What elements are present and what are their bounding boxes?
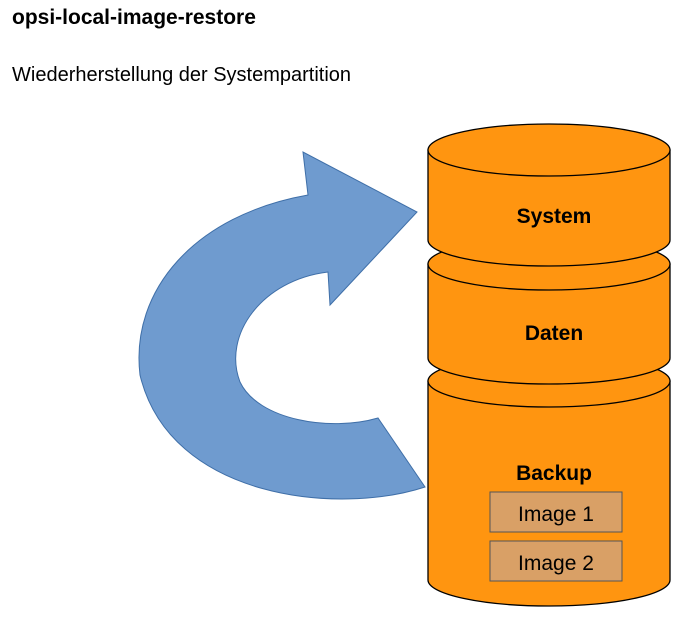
backup-cylinder: Backup Image 1 Image 2 <box>427 354 671 607</box>
image-1-box <box>489 491 623 533</box>
backup-label: Backup <box>516 462 592 485</box>
image-2-box <box>489 540 623 582</box>
system-label: System <box>517 205 592 228</box>
page-subtitle: Wiederherstellung der Systempartition <box>12 64 352 86</box>
image-2-label: Image 2 <box>518 552 594 575</box>
system-cylinder: System <box>427 123 671 267</box>
daten-label: Daten <box>525 322 583 345</box>
image-1-label: Image 1 <box>518 503 594 526</box>
page-title: opsi-local-image-restore <box>12 6 256 29</box>
restore-arrow-icon <box>138 151 426 500</box>
